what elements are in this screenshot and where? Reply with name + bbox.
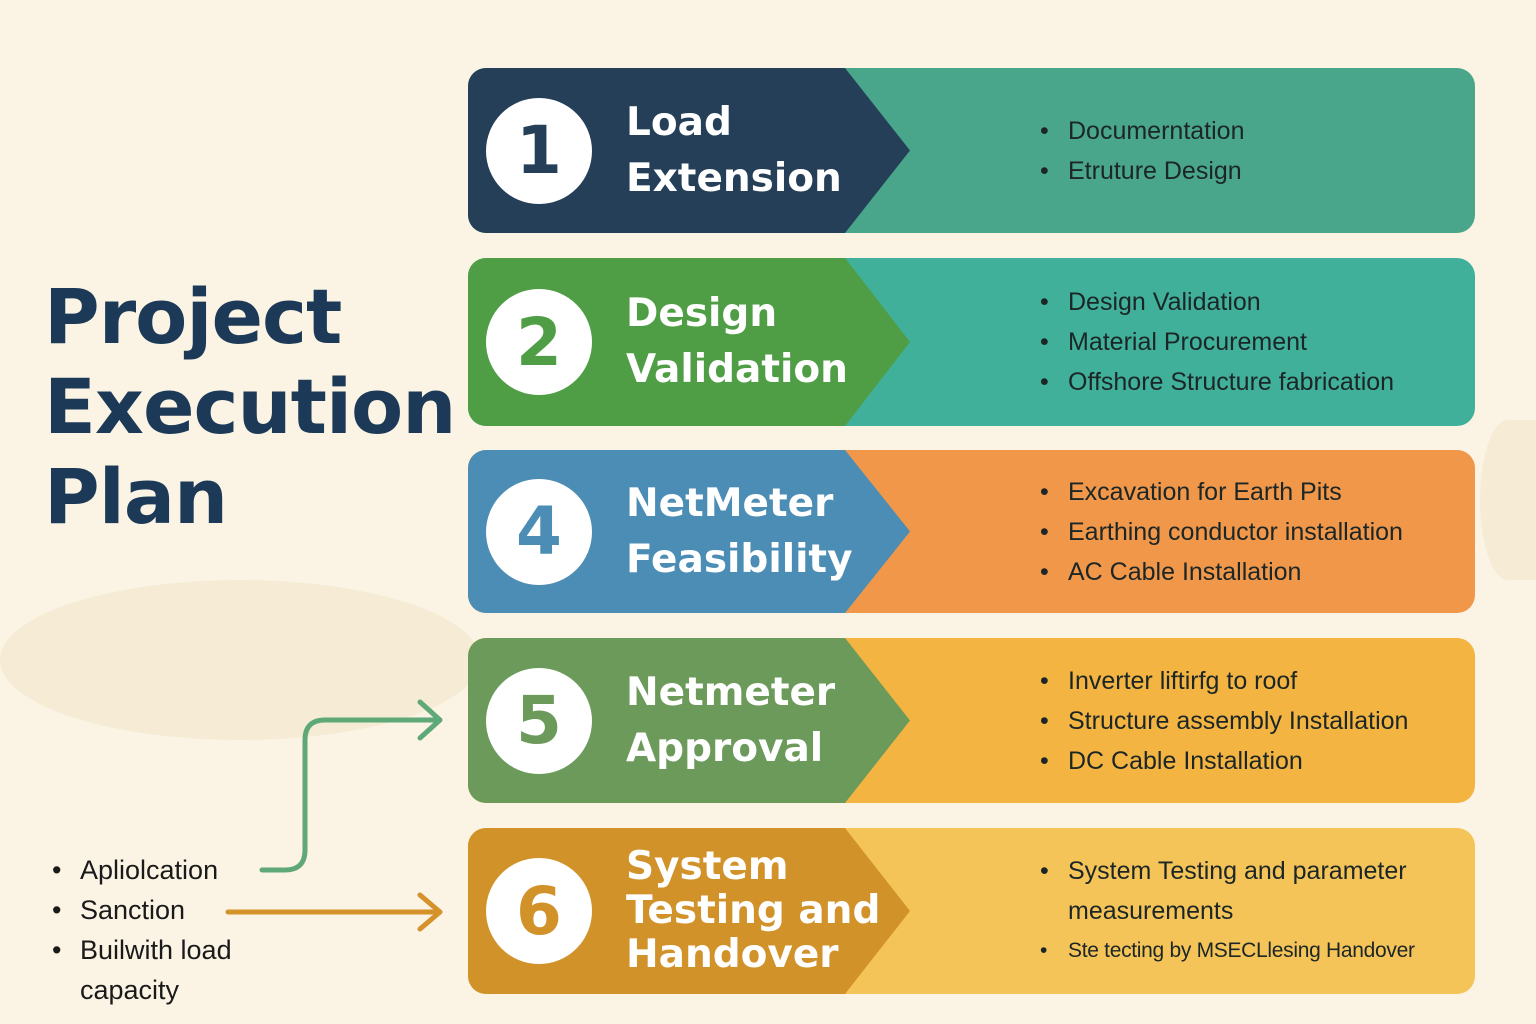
- step-bullet: Design Validation: [1040, 282, 1460, 322]
- step-bullet: Excavation for Earth Pits: [1040, 472, 1460, 512]
- step-number-badge: 5: [486, 667, 592, 774]
- step-bullet: DC Cable Installation: [1040, 741, 1460, 781]
- step-bullet: Documerntation: [1040, 111, 1460, 151]
- side-list: Apliolcation Sanction Builwith load capa…: [52, 850, 252, 1010]
- step-bullet: Offshore Structure fabrication: [1040, 362, 1460, 402]
- step-number: 2: [516, 303, 562, 381]
- title-line: Project: [44, 272, 342, 361]
- side-list-item: Builwith load capacity: [52, 930, 252, 1010]
- step-bullets: Inverter liftirfg to roofStructure assem…: [1040, 661, 1460, 781]
- step-title-line: Load: [626, 99, 732, 145]
- step-number: 6: [516, 872, 562, 950]
- step-bullet: System Testing and parameter measurement…: [1040, 851, 1460, 931]
- title-line: Execution: [44, 362, 456, 451]
- step-bullet: Earthing conductor installation: [1040, 512, 1460, 552]
- step-title-line: Handover: [626, 932, 839, 977]
- step-bullets: System Testing and parameter measurement…: [1040, 851, 1460, 971]
- side-list-item: Apliolcation: [52, 850, 252, 890]
- step-number-badge: 2: [486, 289, 592, 395]
- step-title-line: System: [626, 844, 789, 889]
- step-bullets: DocumerntationEtruture Design: [1040, 111, 1460, 191]
- background-swirl: [0, 580, 480, 740]
- step-row: 2 DesignValidationDesign ValidationMater…: [468, 258, 1475, 426]
- step-bullet: AC Cable Installation: [1040, 552, 1460, 592]
- step-number-badge: 4: [486, 478, 592, 585]
- step-number-badge: 6: [486, 858, 592, 964]
- green-arrow: [259, 699, 443, 873]
- orange-arrow: [225, 892, 443, 932]
- step-number-badge: 1: [486, 97, 592, 204]
- step-bullet: Material Procurement: [1040, 322, 1460, 362]
- step-bullets: Design ValidationMaterial ProcurementOff…: [1040, 282, 1460, 402]
- step-title-line: Validation: [626, 347, 848, 392]
- step-title-line: Design: [626, 291, 778, 336]
- step-bullets: Excavation for Earth PitsEarthing conduc…: [1040, 472, 1460, 592]
- step-bullet: Ste tecting by MSECLlesing Handover: [1040, 931, 1460, 971]
- step-number: 5: [516, 682, 562, 759]
- step-title-line: NetMeter: [626, 480, 834, 526]
- background-swirl: [1480, 420, 1536, 580]
- title-line: Plan: [44, 452, 228, 541]
- step-title-line: Approval: [626, 725, 824, 771]
- side-list-item: Sanction: [52, 890, 252, 930]
- step-number: 1: [516, 112, 562, 189]
- step-bullet: Etruture Design: [1040, 151, 1460, 191]
- page-title: Project Execution Plan: [44, 272, 456, 542]
- step-bullet: Inverter liftirfg to roof: [1040, 661, 1460, 701]
- step-title-line: Testing and: [626, 888, 881, 933]
- step-bullet: Structure assembly Installation: [1040, 701, 1460, 741]
- step-title-line: Feasibility: [626, 536, 853, 582]
- step-title-line: Netmeter: [626, 669, 836, 715]
- step-number: 4: [516, 493, 562, 570]
- step-title-line: Extension: [626, 155, 842, 201]
